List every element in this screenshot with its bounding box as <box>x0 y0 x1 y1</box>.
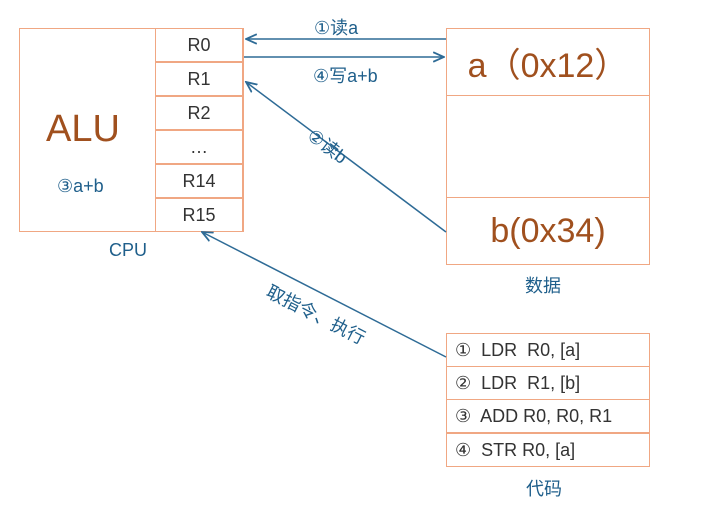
cpu-caption: CPU <box>109 240 148 260</box>
code-caption: 代码 <box>526 479 562 499</box>
alu-label: ALU <box>46 108 120 150</box>
register-ellipsis: … <box>155 130 243 164</box>
arrow-fetch-exec <box>202 232 447 358</box>
register-r1: R1 <box>155 62 243 96</box>
memory-caption: 数据 <box>525 276 561 296</box>
register-r14: R14 <box>155 164 243 198</box>
read-a-label: ①读a <box>314 18 359 38</box>
write-ab-label: ④写a+b <box>313 66 378 86</box>
code-line-3: ③ ADD R0, R0, R1 <box>446 399 650 433</box>
register-r2: R2 <box>155 96 243 130</box>
register-r0: R0 <box>155 28 243 62</box>
alu-step-label: ③a+b <box>57 176 104 196</box>
register-r15: R15 <box>155 198 243 232</box>
memory-cell-b: b(0x34) <box>446 197 650 265</box>
arrow-read-b <box>246 82 447 233</box>
code-line-4: ④ STR R0, [a] <box>446 433 650 467</box>
